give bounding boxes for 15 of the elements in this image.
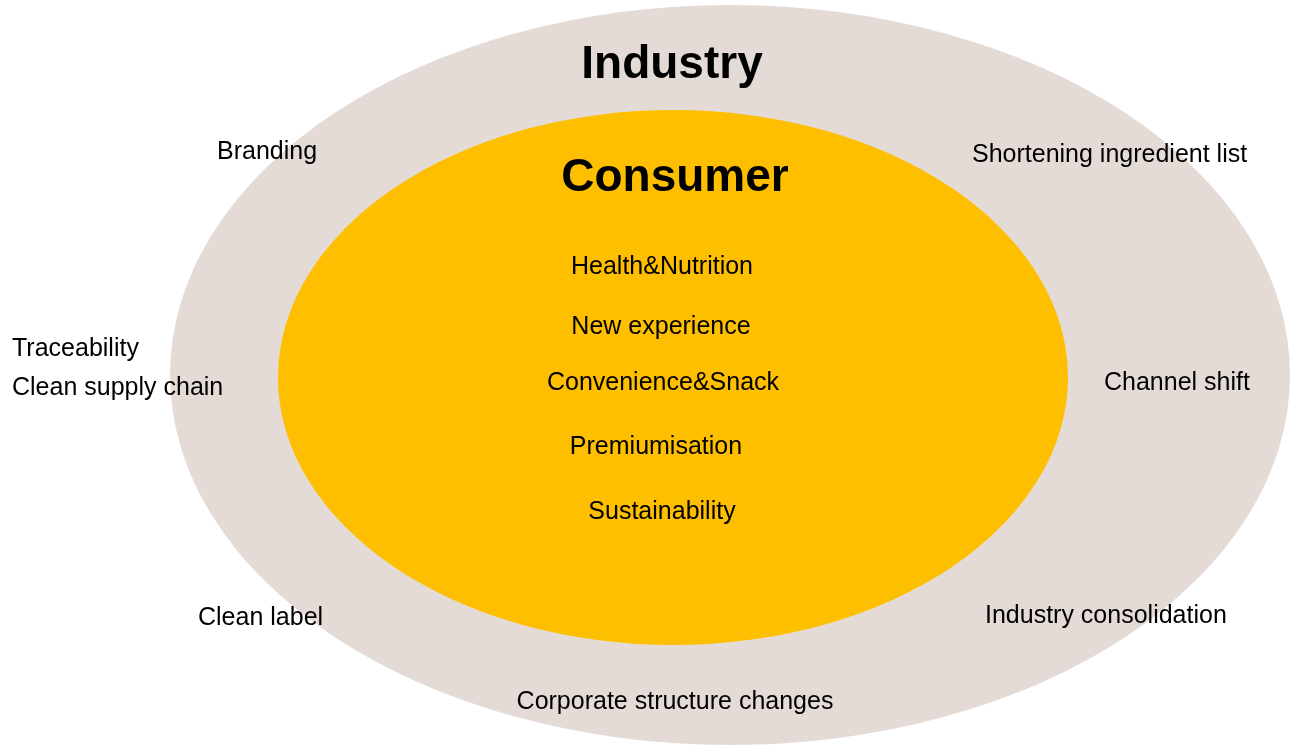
- trend-label: New experience: [571, 310, 751, 340]
- trend-label: Clean label: [198, 601, 324, 631]
- trend-label: Health&Nutrition: [571, 250, 753, 280]
- trend-label: Branding: [217, 135, 318, 165]
- trend-label: Industry consolidation: [985, 599, 1227, 629]
- trend-label: Traceability: [12, 332, 139, 362]
- trend-label: Shortening ingredient list: [972, 138, 1248, 168]
- trend-label: Channel shift: [1104, 366, 1250, 396]
- heading: Industry: [581, 35, 763, 89]
- trend-label: Premiumisation: [569, 430, 743, 460]
- heading: Consumer: [561, 148, 789, 202]
- trend-label: Corporate structure changes: [516, 685, 834, 715]
- trend-label: Sustainability: [588, 495, 736, 525]
- trend-label: Convenience&Snack: [546, 366, 780, 396]
- trend-label: Clean supply chain: [12, 371, 224, 401]
